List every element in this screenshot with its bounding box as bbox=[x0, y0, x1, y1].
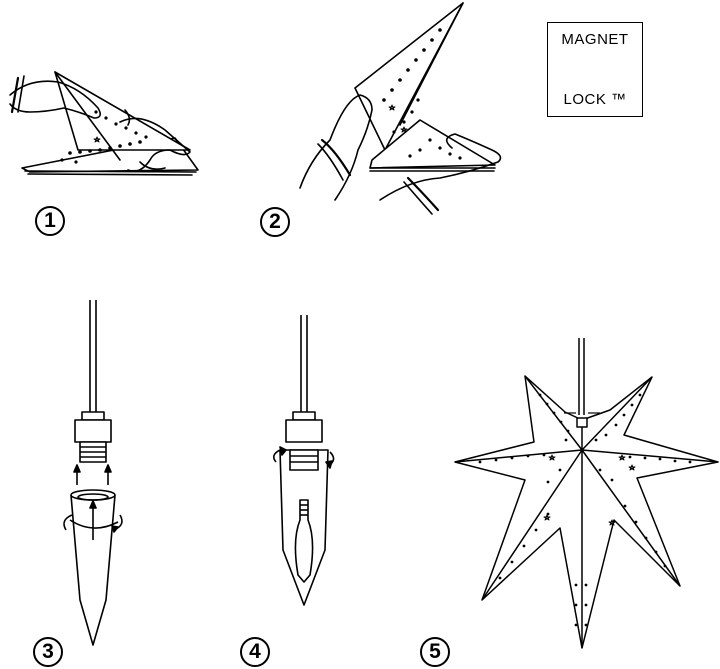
step-4-badge: 4 bbox=[240, 637, 270, 667]
step-3-badge: 3 bbox=[33, 637, 63, 667]
step-5-illustration bbox=[454, 338, 719, 649]
step-5-badge: 5 bbox=[420, 637, 450, 667]
legend-title: MAGNET bbox=[561, 31, 629, 48]
legend-subtitle: LOCK ™ bbox=[563, 91, 627, 108]
step-1-badge: 1 bbox=[35, 206, 65, 236]
step-1-illustration bbox=[9, 71, 199, 176]
step-2-badge: 2 bbox=[260, 207, 290, 237]
step-2-illustration bbox=[299, 2, 502, 215]
magnet-lock-legend: MAGNET LOCK ™ bbox=[547, 22, 643, 117]
step-3-illustration bbox=[63, 300, 123, 646]
step-4-illustration bbox=[272, 315, 335, 606]
